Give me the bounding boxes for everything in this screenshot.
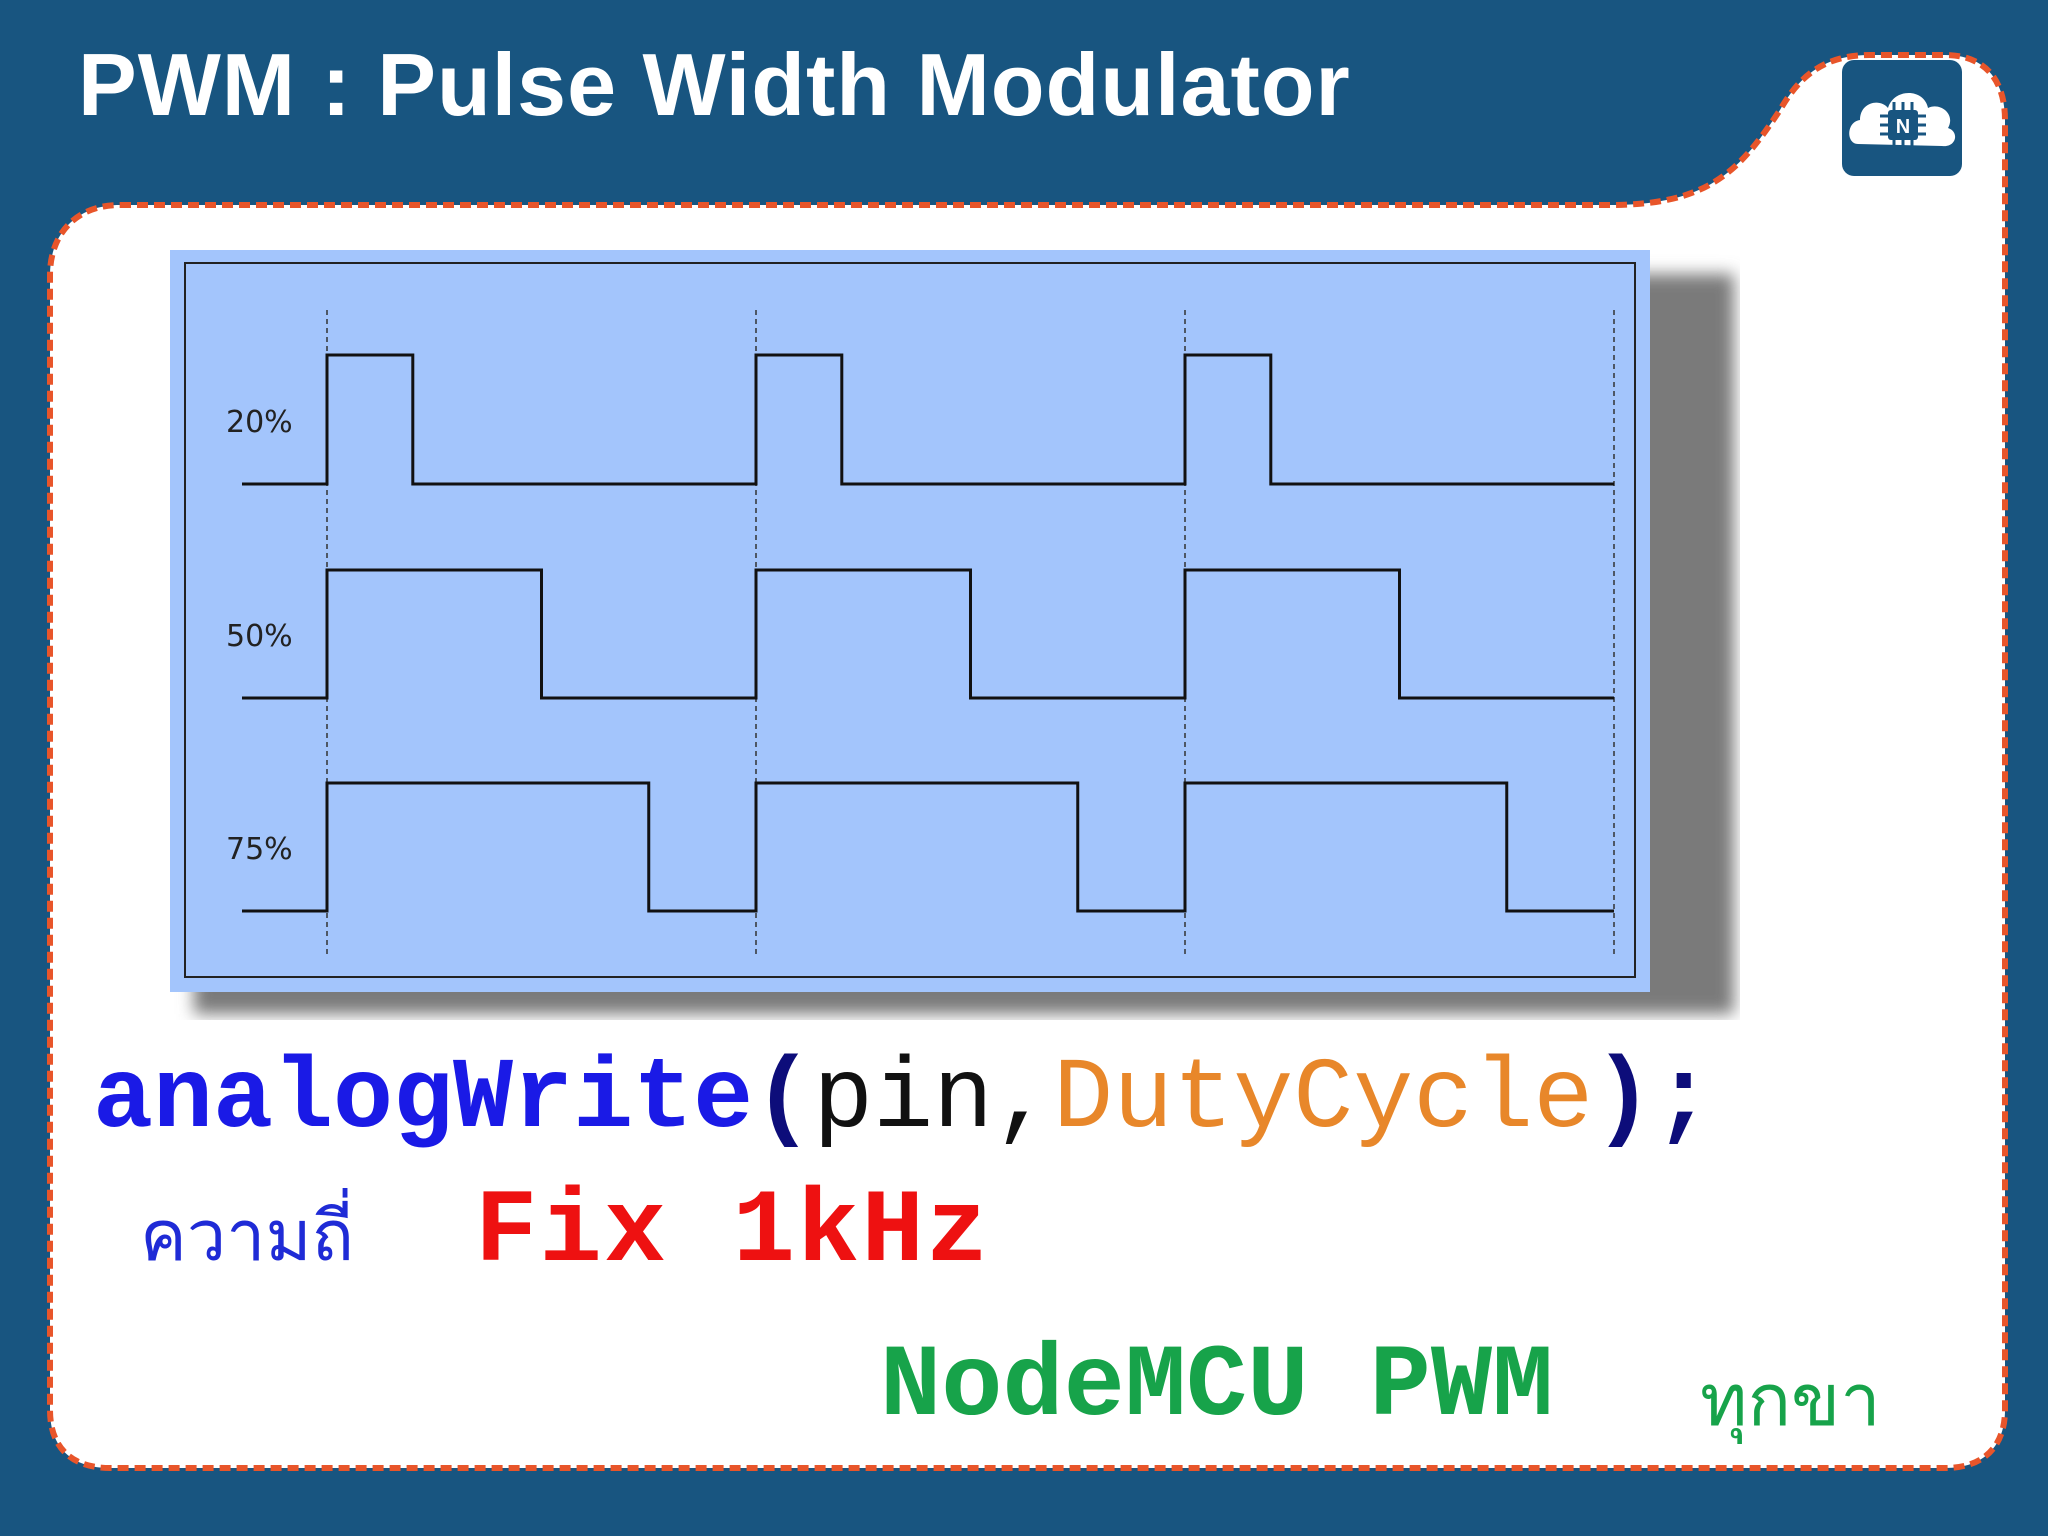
waveform-75pct — [242, 781, 1614, 913]
footer-line: NodeMCU PWM ทุกขา — [880, 1320, 1900, 1455]
code-snippet: analogWrite(pin,DutyCycle); — [93, 1040, 1935, 1162]
waveform-label: 75% — [226, 832, 293, 867]
frequency-label: ความถี่ — [140, 1195, 354, 1277]
svg-text:N: N — [1896, 116, 1910, 138]
code-dutycycle-arg: DutyCycle — [1053, 1044, 1594, 1157]
waveform-50pct — [242, 568, 1614, 700]
footer-label: NodeMCU PWM — [880, 1329, 1554, 1445]
waveform-20pct — [242, 353, 1614, 486]
nodemcu-logo-icon: N — [1840, 58, 1964, 178]
pwm-waveform-diagram: 20% 50% 75% — [170, 250, 1740, 1025]
footer-thai-label: ทุกขา — [1700, 1358, 1881, 1442]
waveform-label: 50% — [226, 619, 293, 654]
code-close: ); — [1593, 1044, 1714, 1157]
waveform-label: 20% — [226, 405, 293, 440]
code-function: analogWrite — [93, 1044, 754, 1157]
frequency-line: ความถี่ Fix 1kHz — [140, 1168, 1045, 1298]
frequency-value: Fix 1kHz — [475, 1174, 991, 1292]
page-title: PWM : Pulse Width Modulator — [78, 35, 1351, 134]
code-pin-arg: pin, — [813, 1044, 1054, 1157]
code-open-paren: ( — [753, 1044, 814, 1157]
